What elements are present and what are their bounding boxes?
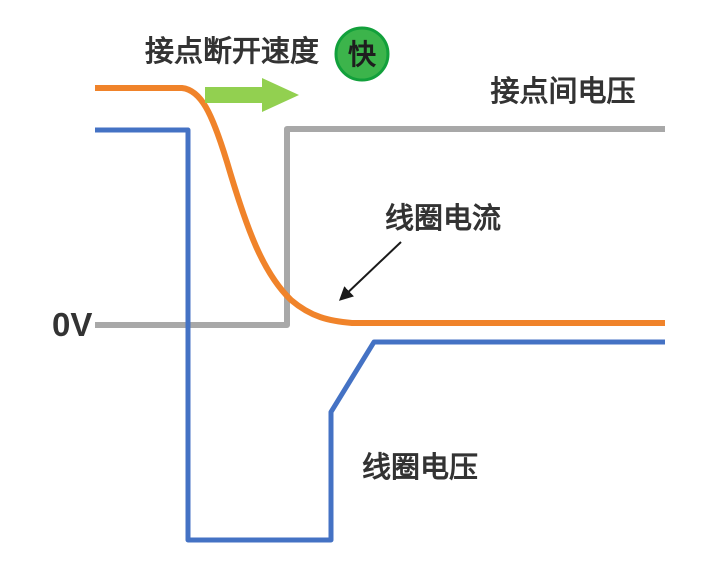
coil-voltage-label: 线圈电压 — [362, 451, 478, 484]
diagram-title: 接点断开速度 — [145, 35, 319, 68]
zero-volt-label: 0V — [52, 306, 92, 343]
coil-current-pointer-line — [338, 241, 402, 301]
coil-current-line — [95, 85, 665, 326]
fast-badge-label: 快 — [348, 39, 377, 70]
coil-current-label: 线圈电流 — [385, 202, 501, 235]
fast-badge — [334, 26, 390, 82]
contact-voltage-line — [95, 126, 665, 328]
contact-voltage-label: 接点间电压 — [490, 75, 635, 108]
speed-arrow-icon — [205, 78, 299, 112]
coil-voltage-line — [95, 127, 665, 543]
